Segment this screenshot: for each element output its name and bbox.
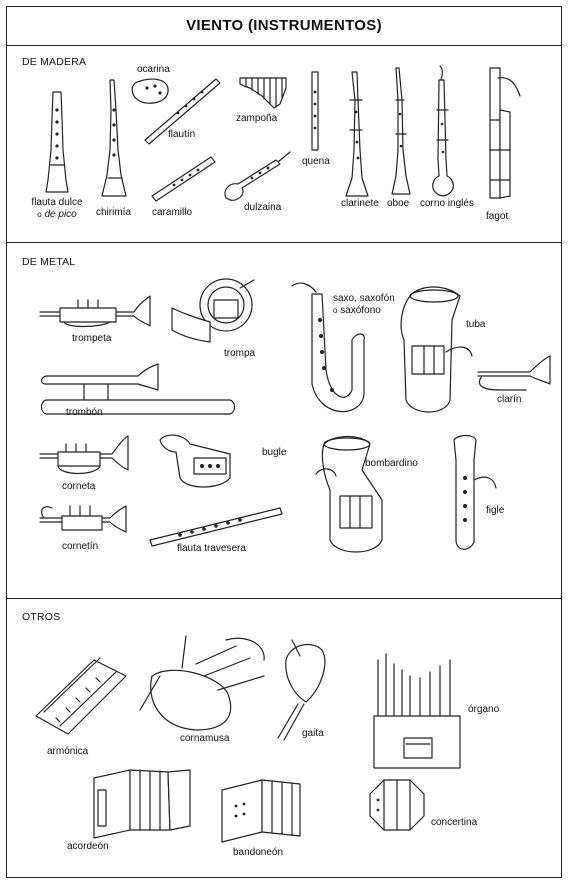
label-bandoneon: bandoneón bbox=[233, 847, 284, 858]
label-flauta-dulce: flauta dulce o de pico bbox=[31, 197, 83, 220]
label-zampona: zampoña bbox=[236, 113, 278, 124]
label-caramillo: caramillo bbox=[152, 207, 193, 218]
label-bombardino: bombardino bbox=[365, 458, 418, 469]
section-divider-metal bbox=[6, 242, 562, 243]
label-tuba: tuba bbox=[466, 319, 486, 330]
label-bugle: bugle bbox=[262, 447, 287, 458]
label-clarin: clarín bbox=[497, 394, 522, 405]
section-heading-madera: DE MADERA bbox=[22, 56, 87, 68]
title-bar: VIENTO (INSTRUMENTOS) bbox=[6, 6, 562, 46]
label-quena: quena bbox=[302, 156, 330, 167]
label-organo: órgano bbox=[468, 704, 500, 715]
label-trompeta: trompeta bbox=[72, 333, 112, 344]
label-cornetin: cornetín bbox=[62, 541, 99, 552]
label-chirimia: chirimía bbox=[96, 207, 132, 218]
label-gaita: gaita bbox=[302, 728, 324, 739]
label-figle: figle bbox=[486, 505, 505, 516]
label-flautin: flautín bbox=[168, 129, 196, 140]
label-oboe: oboe bbox=[387, 198, 410, 209]
page-frame bbox=[6, 6, 562, 878]
page-title: VIENTO (INSTRUMENTOS) bbox=[186, 17, 382, 34]
label-concertina: concertina bbox=[431, 817, 478, 828]
section-divider-otros bbox=[6, 598, 562, 599]
label-acordeon: acordeón bbox=[67, 841, 109, 852]
label-trompa: trompa bbox=[224, 348, 256, 359]
label-cornamusa: cornamusa bbox=[180, 733, 230, 744]
section-heading-metal: DE METAL bbox=[22, 256, 76, 268]
label-corno-ingles: corno inglés bbox=[420, 198, 474, 209]
label-ocarina: ocarina bbox=[137, 64, 170, 75]
label-trombon: trombón bbox=[66, 407, 103, 418]
label-clarinete: clarinete bbox=[341, 198, 379, 209]
label-saxo: saxo, saxofón o saxófono bbox=[333, 293, 395, 316]
label-corneta: corneta bbox=[62, 481, 96, 492]
label-fagot: fagot bbox=[486, 211, 509, 222]
section-heading-otros: OTROS bbox=[22, 611, 61, 623]
label-dulzaina: dulzaina bbox=[244, 202, 282, 213]
label-armonica: armónica bbox=[47, 746, 89, 757]
label-flauta-travesera: flauta travesera bbox=[177, 543, 246, 554]
